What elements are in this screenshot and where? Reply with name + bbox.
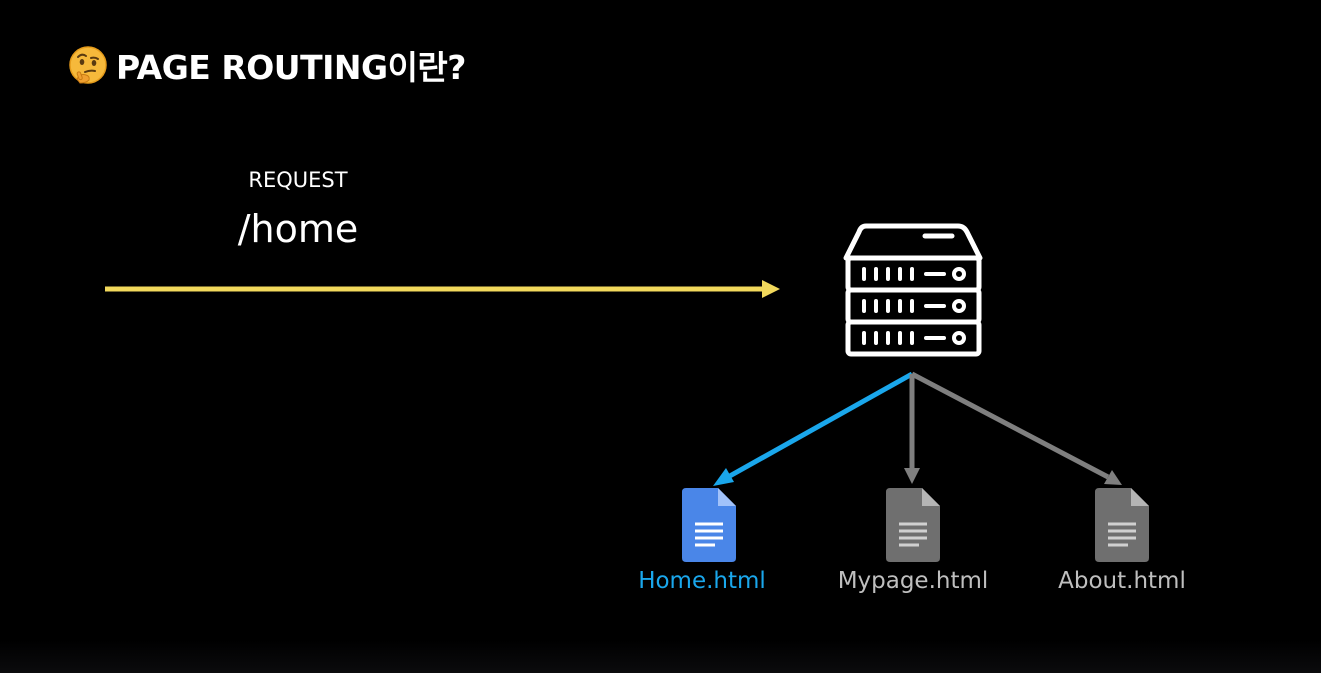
document-icon xyxy=(886,488,940,562)
title-text: PAGE ROUTING이란? xyxy=(116,48,466,87)
route-arrow-about xyxy=(910,371,1122,485)
request-arrow xyxy=(105,280,780,298)
route-arrow-home xyxy=(713,371,914,486)
file-label-about: About.html xyxy=(1058,568,1186,594)
document-icon xyxy=(1095,488,1149,562)
request-path: /home xyxy=(237,207,359,251)
document-icon xyxy=(682,488,736,562)
file-label-home: Home.html xyxy=(638,568,766,594)
server-rack-icon xyxy=(843,223,983,357)
file-label-mypage: Mypage.html xyxy=(837,568,989,594)
page-title: PAGE ROUTING이란? xyxy=(68,40,466,90)
thinking-face-icon xyxy=(69,46,107,84)
route-arrow-mypage xyxy=(904,374,920,484)
request-label: REQUEST xyxy=(248,168,348,192)
